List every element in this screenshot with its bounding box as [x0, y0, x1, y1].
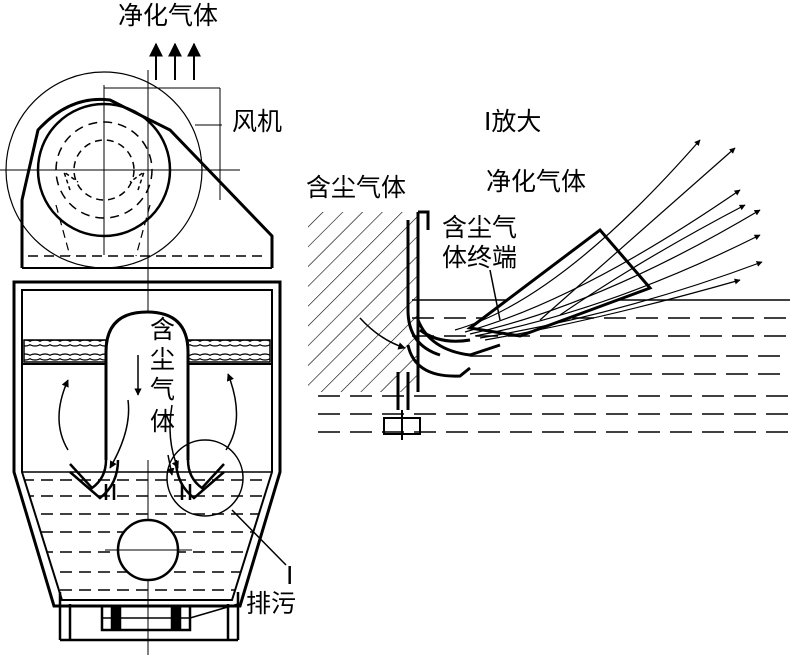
label-dusty-gas-v1: 含 [150, 315, 175, 344]
gas-stream-arrows [454, 139, 763, 341]
scrubber-vessel [0, 42, 287, 655]
label-dusty-gas-v3: 气 [150, 375, 175, 404]
label-fan: 风机 [232, 107, 282, 136]
dusty-end-leader [489, 269, 501, 321]
fan-housing [0, 71, 274, 269]
label-enlarge-title: I放大 [484, 107, 541, 136]
label-detail-marker: I [286, 561, 293, 590]
clean-gas-outlet-arrows [149, 42, 201, 80]
label-dusty-end-line1: 含尘气 [442, 213, 517, 242]
vessel-flow-arrows [58, 355, 238, 476]
detail-circle [166, 439, 244, 517]
label-clean-gas-right: 净化气体 [486, 167, 586, 196]
deflector-plate [466, 227, 653, 338]
dusty-gas-inlet-duct [104, 310, 190, 460]
detail-leader [231, 509, 287, 566]
detail-liquid-level [318, 299, 790, 433]
enlarged-detail [308, 139, 790, 440]
drain-support-frame [58, 592, 240, 642]
dusty-gas-flow-arrow [359, 317, 406, 350]
label-drain: 排污 [246, 589, 296, 618]
label-dusty-gas-v4: 体 [150, 407, 175, 436]
label-dusty-gas-v2: 尘 [150, 345, 175, 374]
hatched-wall [308, 212, 418, 392]
label-dusty-end-line2: 体终端 [442, 243, 517, 272]
label-dusty-gas-right: 含尘气体 [306, 173, 406, 202]
label-clean-gas-top: 净化气体 [118, 1, 218, 30]
detail-nozzle [383, 319, 501, 440]
